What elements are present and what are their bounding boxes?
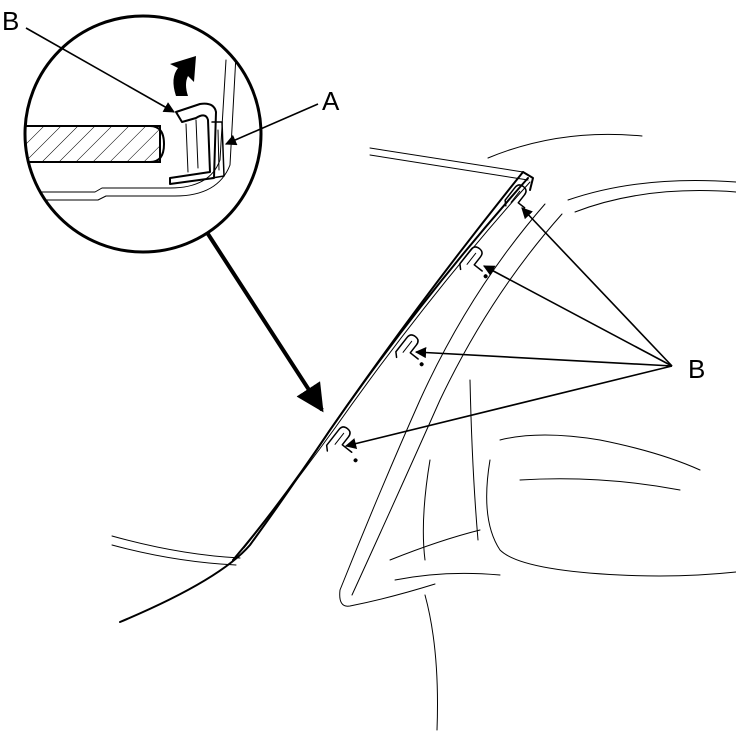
clip-icon bbox=[325, 426, 358, 463]
clip-leader-lines bbox=[344, 207, 673, 450]
clip-icon bbox=[395, 334, 424, 367]
pillar-trim-panel bbox=[232, 171, 534, 561]
detail-magnifier bbox=[23, 14, 263, 254]
trim-clips bbox=[325, 184, 527, 463]
detail-leader-lines bbox=[25, 27, 324, 413]
callout-b-detail: B bbox=[2, 6, 19, 36]
callout-b-clips: B bbox=[688, 354, 705, 384]
callout-a: A bbox=[322, 86, 340, 116]
curved-arrow-icon bbox=[170, 56, 196, 96]
magnifier-connector-arrow bbox=[206, 232, 324, 413]
clip-icon bbox=[459, 246, 488, 279]
trim-section-hatched bbox=[25, 125, 161, 163]
clip-icon bbox=[504, 184, 527, 209]
